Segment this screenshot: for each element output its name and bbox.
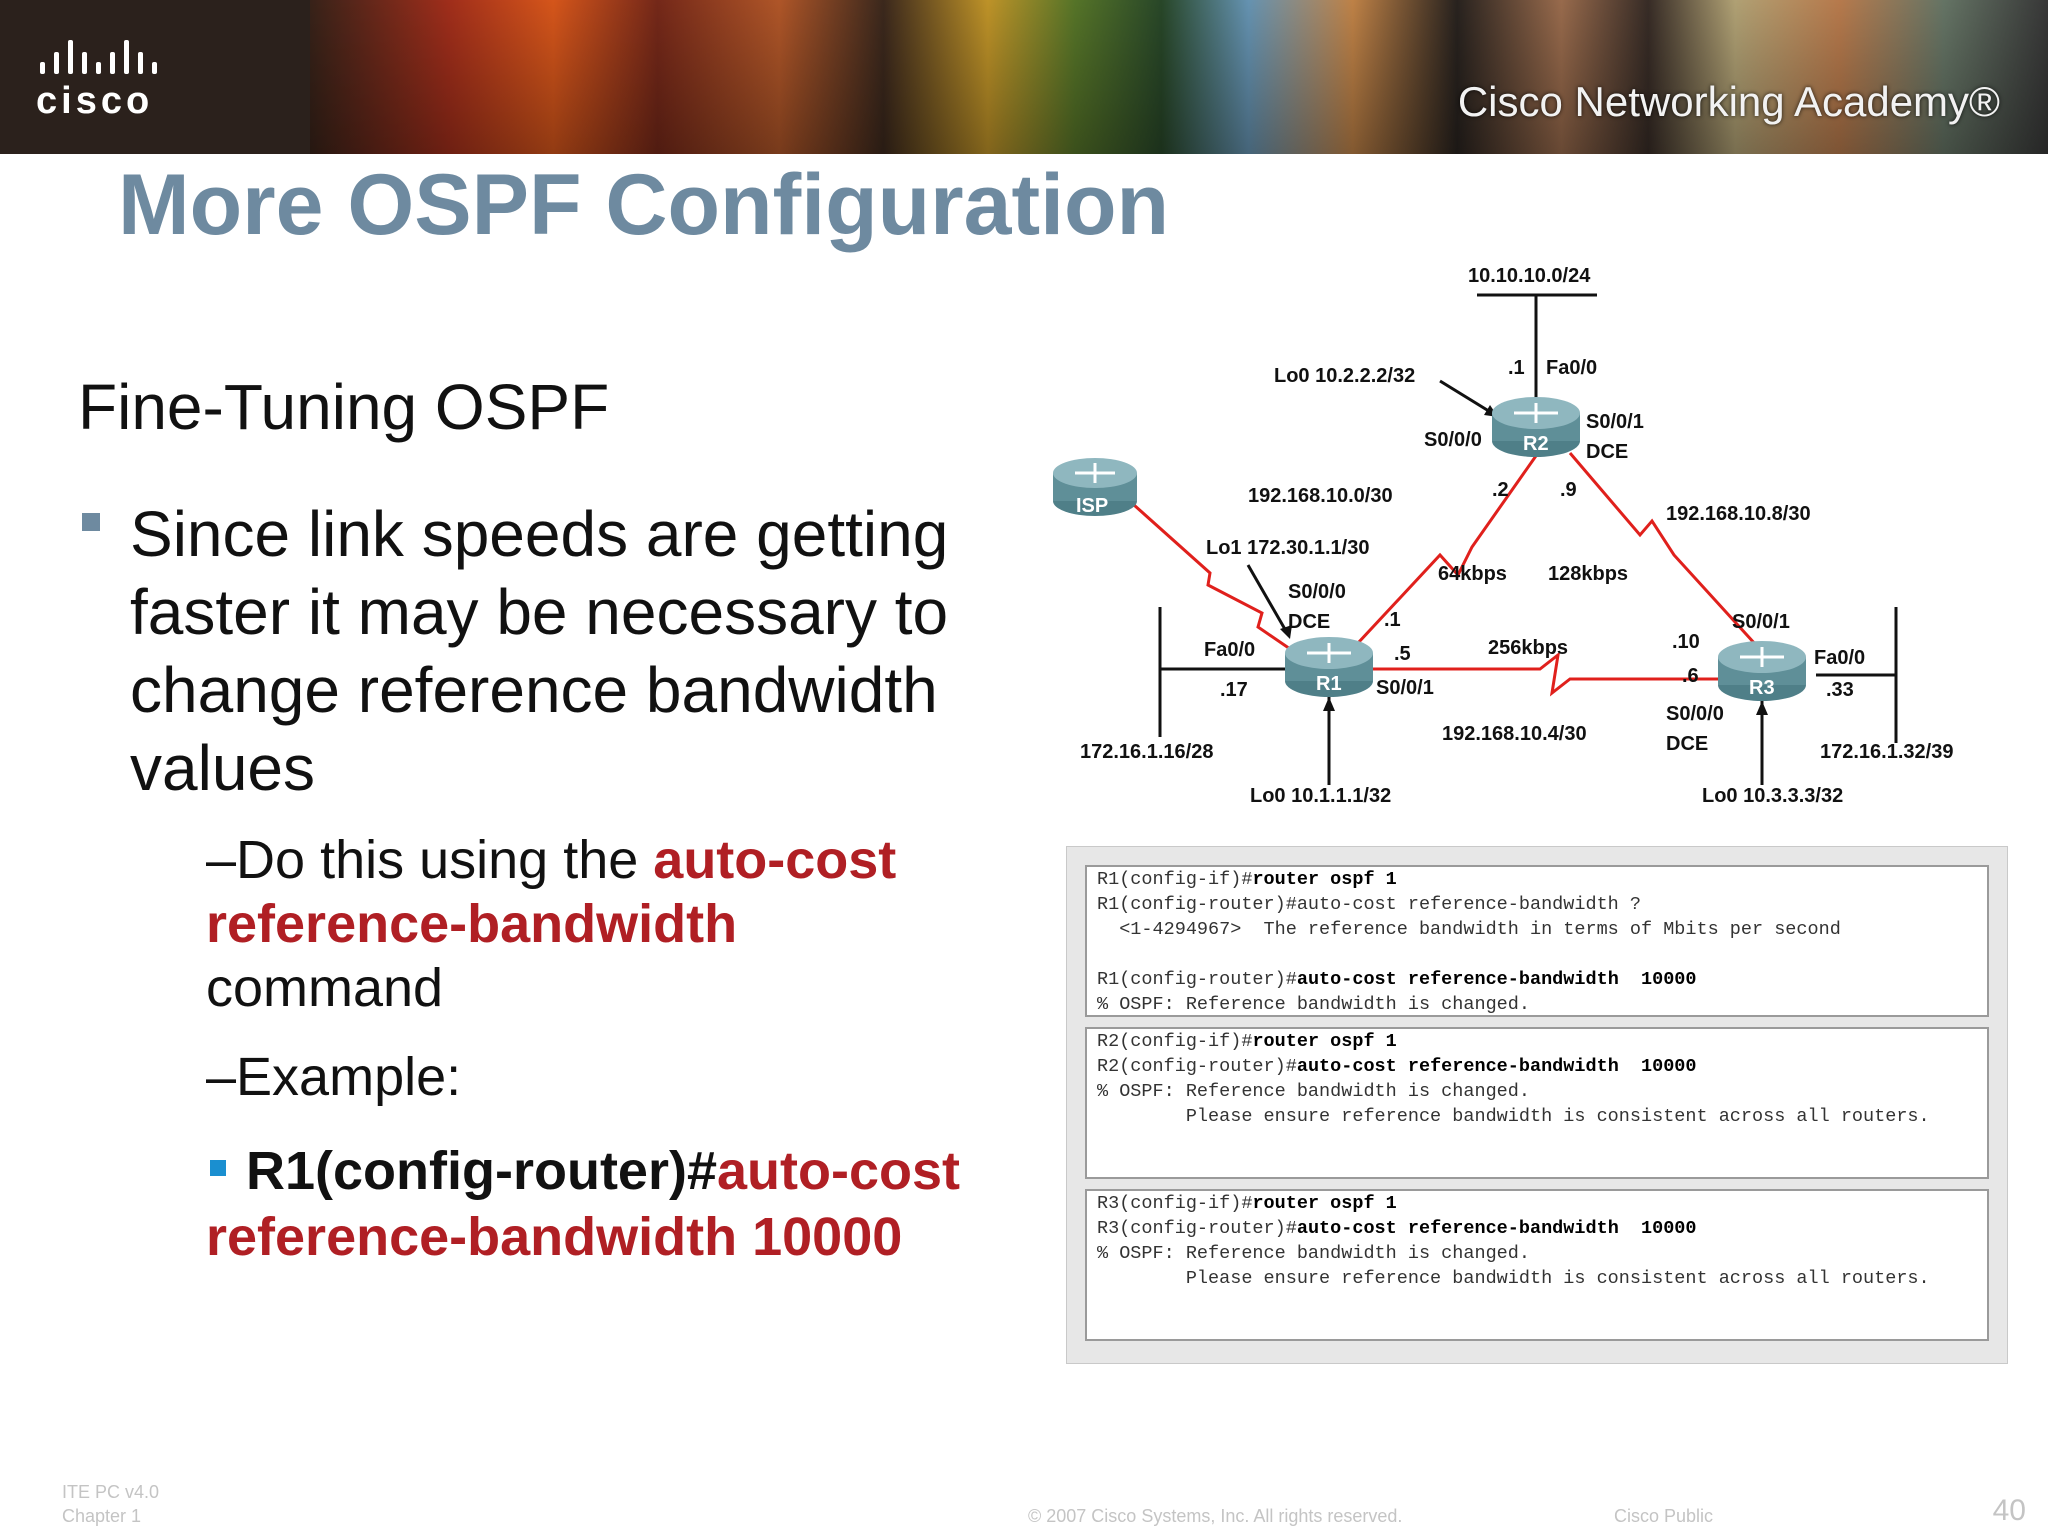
r3-fa-label: Fa0/0 [1814,647,1866,669]
page-number: 40 [1992,1494,2026,1527]
r3-s000-label: S0/0/0 [1666,703,1724,725]
r2-host-2: .2 [1492,479,1509,501]
terminal-line: R1(config-router)#auto-cost reference-ba… [1097,894,1641,915]
r3-host-10: .10 [1672,631,1700,653]
header-banner: cisco Cisco Networking Academy® [0,0,2048,154]
example-command-text: auto-cost reference-bandwidth 10000 [206,1141,960,1267]
r1-lo0-arrow [1323,697,1335,711]
footer-course: ITE PC v4.0 [62,1482,160,1502]
link-r1-r3 [1360,651,1730,697]
r1-lo1-arrow [1280,625,1292,639]
terminal-line: R3(config-if)#router ospf 1 [1097,1193,1397,1214]
r1-loopback1-label: Lo1 172.30.1.1/30 [1206,537,1370,559]
terminal-line: R3(config-router)#auto-cost reference-ba… [1097,1218,1697,1239]
cisco-logo: cisco [36,34,196,124]
link-isp-r1 [1132,503,1297,655]
bandwidth-r1-r3: 256kbps [1488,637,1569,659]
terminal-line [1087,942,1987,967]
r1-host-5: .5 [1394,643,1411,665]
router-r2-icon [1492,397,1580,457]
r2-fa-host: .1 [1508,357,1525,379]
academy-title: Cisco Networking Academy® [1457,78,2000,125]
terminal-line: <1-4294967> The reference bandwidth in t… [1097,919,1841,940]
lan-r3-label: 172.16.1.32/39 [1820,741,1954,763]
r2-s001-label: S0/0/1 [1586,411,1644,433]
r2-s000-label: S0/0/0 [1424,429,1482,451]
r2-lo0-pointer [1439,379,1493,415]
slide-title: More OSPF Configuration [118,157,1170,253]
footer-chapter: Chapter 1 [62,1506,142,1526]
terminal-line: Please ensure reference bandwidth is con… [1097,1106,1930,1127]
terminal-line: % OSPF: Reference bandwidth is changed. [1097,1081,1530,1102]
r3-host-33: .33 [1826,679,1854,701]
bandwidth-r1-r2: 64kbps [1438,563,1507,585]
network-top-label: 10.10.10.0/24 [1468,265,1591,287]
header-photo-strip [310,0,2048,154]
sub-bullet-command: –Do this using the auto-cost reference-b… [206,828,966,1020]
sub-bullet-prefix: –Do this using the [206,830,654,890]
terminal-line: % OSPF: Reference bandwidth is changed. [1097,994,1530,1015]
r3-loopback0-label: Lo0 10.3.3.3/32 [1702,785,1844,807]
r1-s000-label: S0/0/0 [1288,581,1346,603]
footer-classification: Cisco Public [1614,1506,1714,1526]
sub-bullet-suffix: command [206,958,444,1018]
network-topology-diagram: ISP R1 R2 R3 10.10.10.0/24 .1 Fa0/0 Lo0 … [1040,255,2020,815]
r3-dce-label: DCE [1666,733,1709,755]
terminal-output-panel: R1(config-if)#router ospf 1 R1(config-ro… [1066,846,2008,1364]
main-bullet-text: Since link speeds are getting faster it … [130,498,949,804]
main-bullet: Since link speeds are getting faster it … [78,495,1018,807]
r1-host-1: .1 [1384,609,1401,631]
network-r1-r3-label: 192.168.10.4/30 [1442,723,1587,745]
router-r1-label: R1 [1316,673,1342,695]
terminal-line: R1(config-if)#router ospf 1 [1097,869,1397,890]
r2-loopback-label: Lo0 10.2.2.2/32 [1274,365,1416,387]
terminal-r3: R3(config-if)#router ospf 1 R3(config-ro… [1085,1189,1989,1341]
r2-fa-interface: Fa0/0 [1546,357,1598,379]
r1-fa-label: Fa0/0 [1204,639,1256,661]
footer-copyright: © 2007 Cisco Systems, Inc. All rights re… [1028,1506,1403,1526]
r3-lo0-arrow [1756,701,1768,715]
terminal-line: R2(config-router)#auto-cost reference-ba… [1097,1056,1697,1077]
bullet-square-icon [210,1159,226,1176]
terminal-r2: R2(config-if)#router ospf 1 R2(config-ro… [1085,1027,1989,1179]
router-isp-label: ISP [1076,495,1109,517]
cisco-logo-text: cisco [36,80,154,122]
r1-dce-label: DCE [1288,611,1331,633]
bullet-square-icon [82,513,100,531]
router-r3-icon [1718,641,1806,701]
link-r2-r3 [1568,452,1758,647]
terminal-line: R2(config-if)#router ospf 1 [1097,1031,1397,1052]
router-r1-icon [1285,637,1373,697]
r1-s001-label: S0/0/1 [1376,677,1434,699]
example-command: R1(config-router)#auto-cost reference-ba… [206,1138,1026,1270]
r1-lo1-pointer [1246,564,1288,632]
r3-host-6: .6 [1682,665,1699,687]
terminal-line: R1(config-router)#auto-cost reference-ba… [1097,969,1697,990]
r1-loopback0-label: Lo0 10.1.1.1/32 [1250,785,1392,807]
r3-s001-label: S0/0/1 [1732,611,1790,633]
r2-dce-label: DCE [1586,441,1629,463]
bandwidth-r2-r3: 128kbps [1548,563,1629,585]
sub-bullet-command-name: auto-cost reference-bandwidth [206,830,897,954]
terminal-line: Please ensure reference bandwidth is con… [1097,1268,1930,1289]
link-r1-r2 [1356,452,1540,645]
r1-host-17: .17 [1220,679,1248,701]
example-prompt: R1(config-router)# [246,1141,717,1201]
router-isp-icon [1053,458,1137,516]
r2-host-9: .9 [1560,479,1577,501]
topology-links [1053,293,1898,785]
terminal-line: % OSPF: Reference bandwidth is changed. [1097,1243,1530,1264]
cisco-bars-icon [40,34,196,74]
sub-bullet-example: –Example: [206,1047,462,1107]
terminal-r1: R1(config-if)#router ospf 1 R1(config-ro… [1085,865,1989,1017]
network-r1-r2-label: 192.168.10.0/30 [1248,485,1393,507]
network-r2-r3-label: 192.168.10.8/30 [1666,503,1811,525]
lan-r1-label: 172.16.1.16/28 [1080,741,1214,763]
router-r3-label: R3 [1749,677,1775,699]
section-heading: Fine-Tuning OSPF [78,371,610,443]
router-r2-label: R2 [1523,433,1549,455]
